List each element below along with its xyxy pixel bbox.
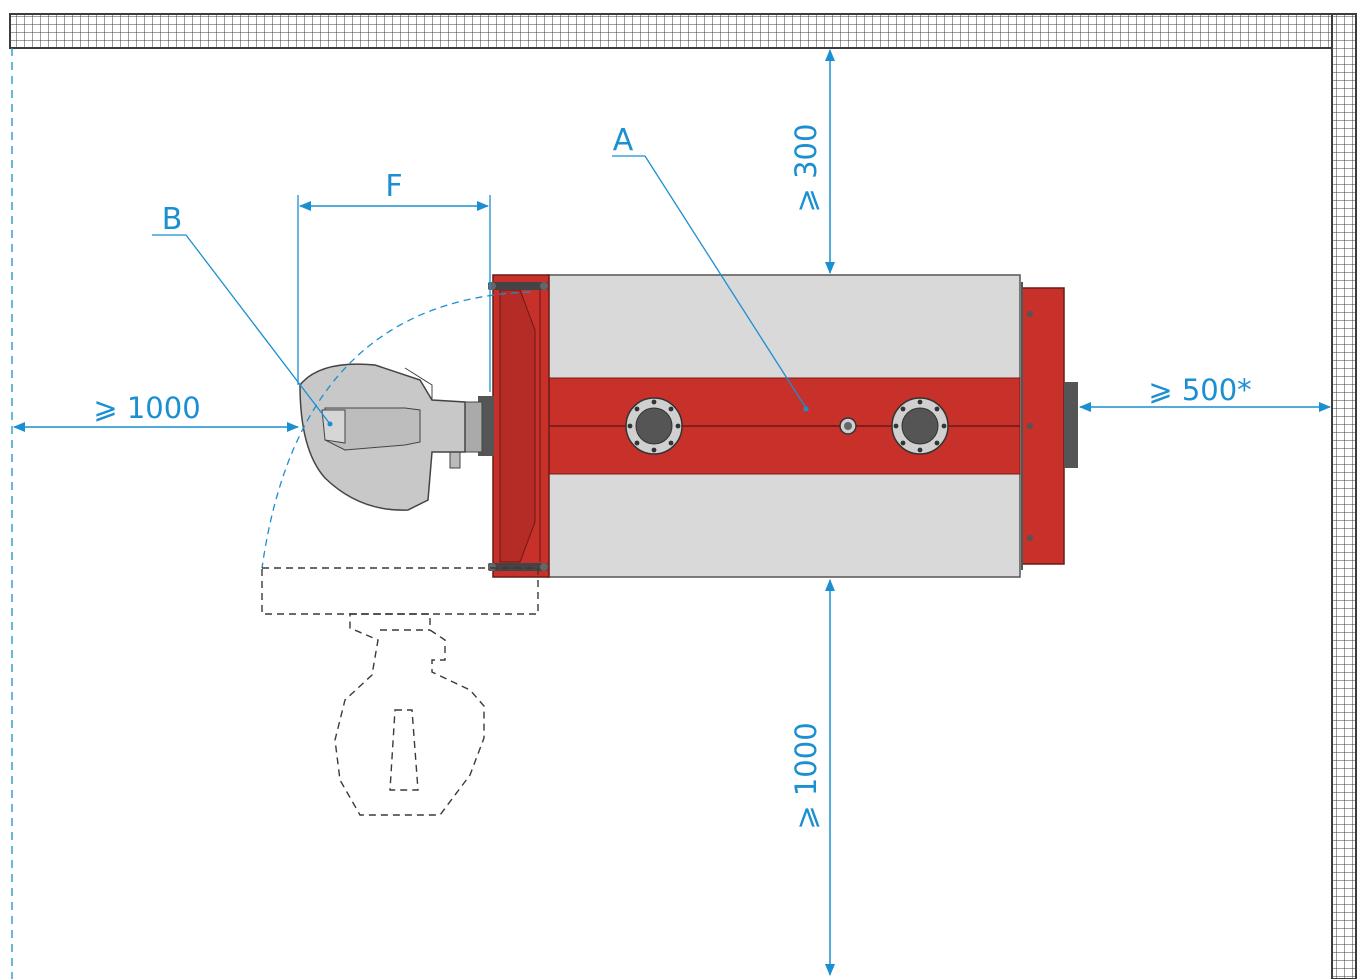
burner bbox=[299, 363, 494, 511]
small-port bbox=[839, 417, 857, 435]
label-b: B bbox=[162, 202, 183, 237]
burner-swung-position bbox=[261, 291, 539, 816]
flange-right bbox=[891, 397, 949, 455]
wall-top bbox=[9, 13, 1333, 49]
boiler bbox=[488, 274, 1078, 578]
dimension-bottom-text: ⩾ 1000 bbox=[789, 722, 823, 829]
label-f: F bbox=[385, 169, 402, 204]
dimension-right-text: ⩾ 500* bbox=[1148, 373, 1251, 407]
wall-right bbox=[1331, 13, 1357, 979]
label-a: A bbox=[613, 123, 634, 158]
flange-left bbox=[625, 397, 683, 455]
dimension-left-text: ⩾ 1000 bbox=[93, 391, 200, 425]
dimension-top-text: ⩾ 300 bbox=[789, 124, 823, 213]
